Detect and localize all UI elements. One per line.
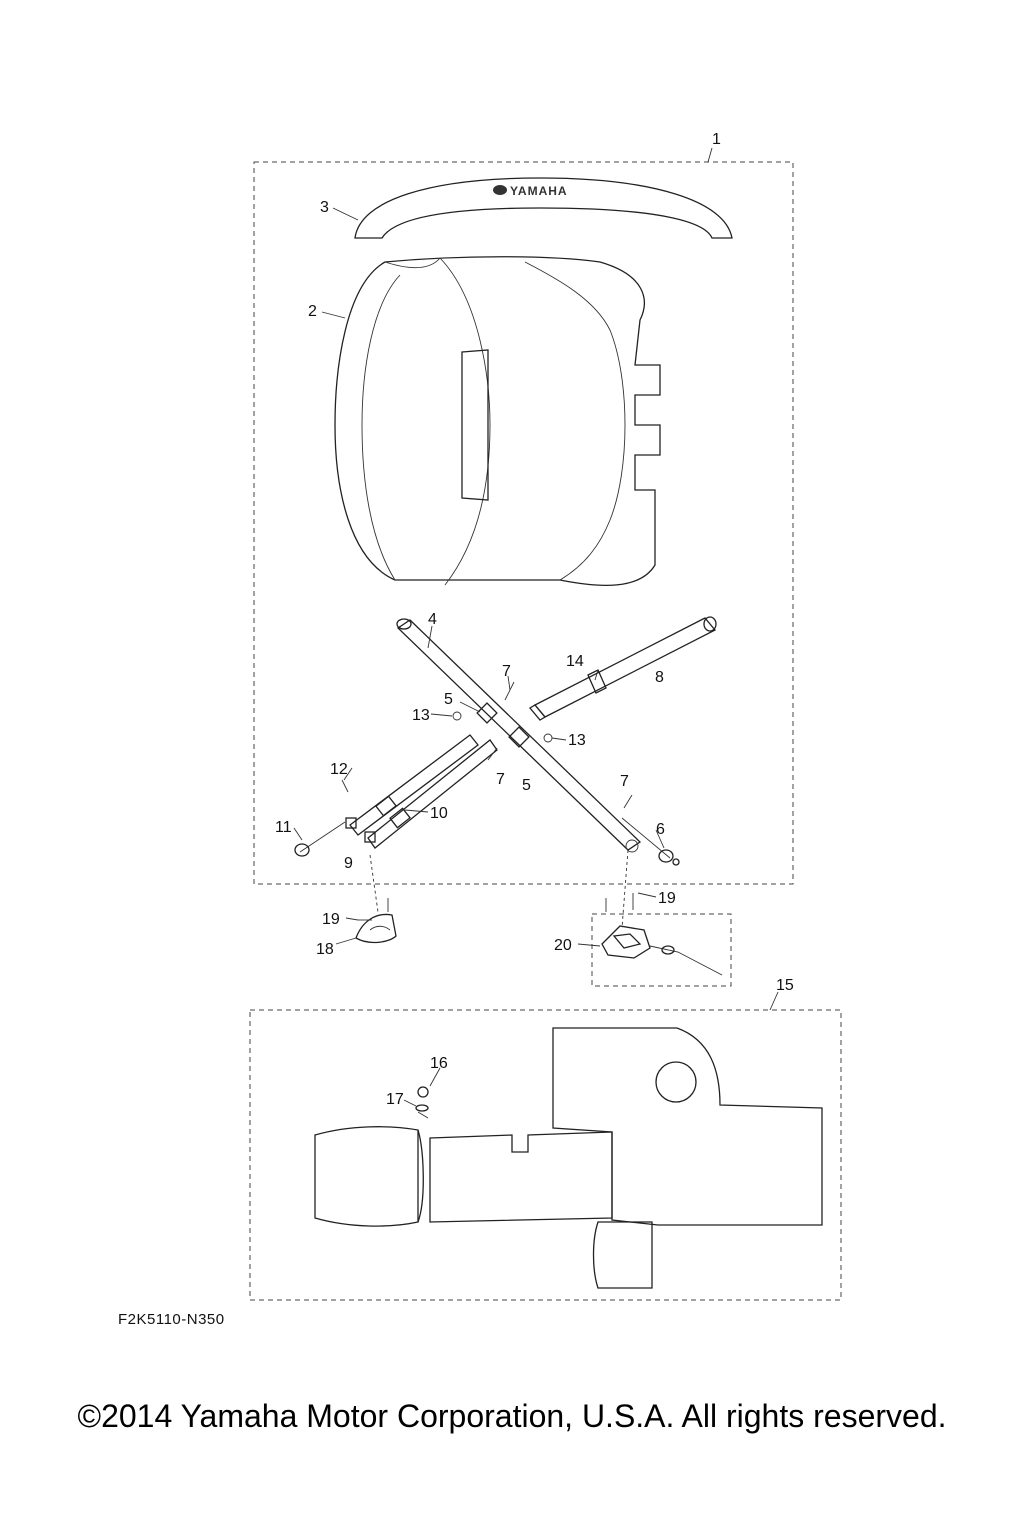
- callout-15: 15: [776, 977, 794, 994]
- yamaha-logo-icon: [493, 185, 507, 195]
- frame-pole-part: [396, 618, 642, 853]
- assembly-1-box: [253, 161, 794, 885]
- side-poles-part: [345, 734, 498, 849]
- callout-6: 6: [656, 821, 665, 838]
- leader-lines: [293, 147, 779, 1107]
- brand-mark: YAMAHA: [510, 184, 568, 198]
- callout-11: 11: [275, 819, 292, 836]
- callout-18: 18: [316, 941, 334, 958]
- grab-handle-part: YAMAHA: [354, 177, 733, 239]
- cord-parts: [294, 817, 680, 866]
- callout-19-left: 19: [322, 911, 340, 928]
- assembly-20-box: [591, 913, 732, 987]
- callout-20: 20: [554, 937, 572, 954]
- callout-16: 16: [430, 1055, 448, 1072]
- callout-9: 9: [344, 855, 353, 872]
- mount-right-part: [601, 849, 723, 976]
- callout-13-left: 13: [412, 707, 430, 724]
- callout-5-lower: 5: [522, 777, 531, 794]
- upper-pole-part: [529, 616, 717, 721]
- callout-12: 12: [330, 761, 348, 778]
- assembly-15-box: [249, 1009, 842, 1301]
- callout-7-middle: 7: [496, 771, 505, 788]
- callout-3: 3: [320, 199, 329, 216]
- callout-10: 10: [430, 805, 448, 822]
- callout-17: 17: [386, 1091, 404, 1108]
- bracket-left-part: [355, 854, 397, 944]
- callout-2: 2: [308, 303, 317, 320]
- callout-5-upper: 5: [444, 691, 453, 708]
- callout-7-upper: 7: [502, 663, 511, 680]
- callout-1: 1: [712, 131, 721, 148]
- copyright-notice: ©2014 Yamaha Motor Corporation, U.S.A. A…: [77, 1398, 947, 1434]
- mat-kit-part: [314, 1027, 823, 1289]
- small-hardware: [341, 681, 633, 809]
- callout-8: 8: [655, 669, 664, 686]
- callout-4: 4: [428, 611, 437, 628]
- reference-code: F2K5110-N350: [118, 1311, 225, 1328]
- callout-14: 14: [566, 653, 584, 670]
- callout-19-right: 19: [658, 890, 676, 907]
- canopy-part: [334, 256, 661, 586]
- callout-13-right: 13: [568, 732, 586, 749]
- callout-7-right: 7: [620, 773, 629, 790]
